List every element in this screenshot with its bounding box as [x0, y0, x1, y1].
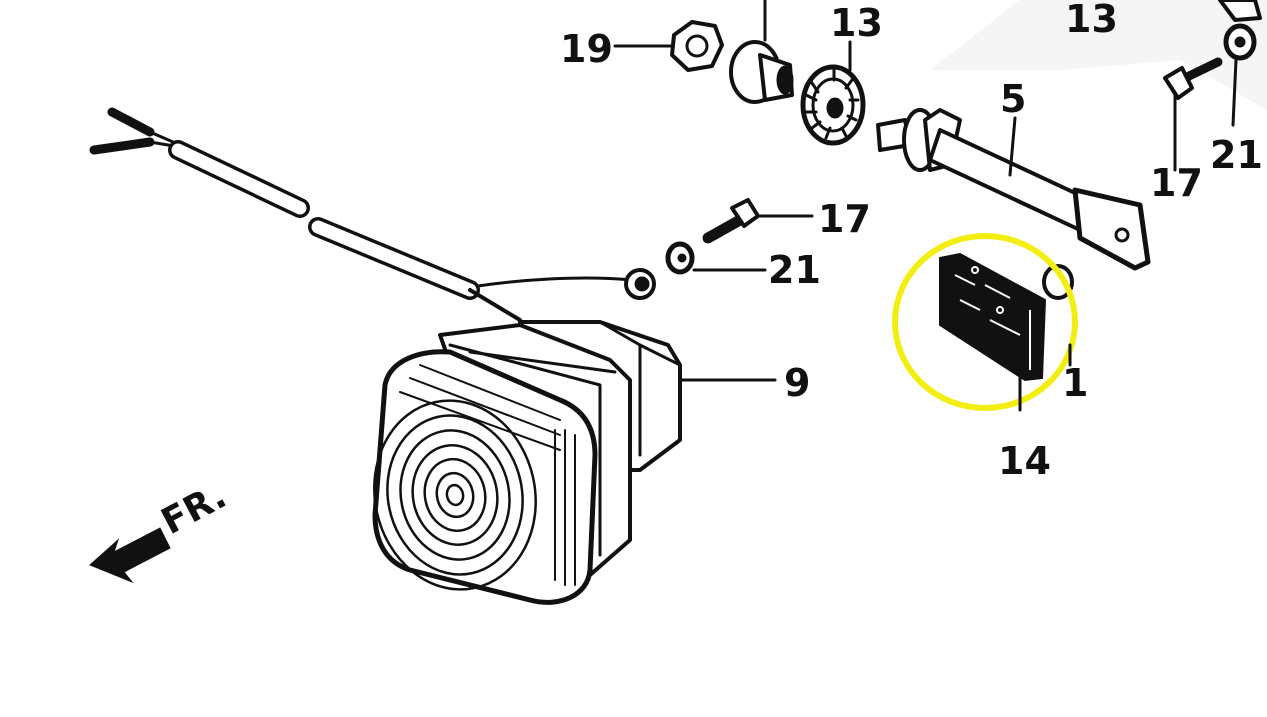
nut — [670, 20, 724, 72]
front-direction-arrow: FR. — [89, 475, 233, 584]
callout-13-grommet: 13 — [830, 1, 883, 45]
highlight-circle — [892, 233, 1078, 411]
callout-21-middle: 21 — [768, 248, 821, 292]
mounting-stay — [876, 108, 1151, 271]
washer-middle — [665, 241, 695, 275]
taillight-assembly — [372, 320, 682, 605]
circuit-board — [939, 252, 1074, 382]
callout-17-middle: 17 — [818, 197, 871, 241]
callout-19: 19 — [560, 27, 613, 71]
callout-5: 5 — [1000, 77, 1026, 121]
leader-lines — [613, 0, 1238, 412]
callout-1: 1 — [1062, 361, 1088, 405]
callout-9: 9 — [784, 361, 810, 405]
callout-14: 14 — [998, 439, 1051, 483]
callout-21-right: 21 — [1210, 133, 1263, 177]
ground-terminal — [624, 268, 656, 300]
washer-right — [1218, 0, 1262, 61]
callout-13-right: 13 — [1065, 0, 1118, 41]
bolt-right — [1163, 57, 1223, 100]
wire-harness — [89, 107, 634, 322]
collar-washer — [729, 40, 794, 104]
bolt-middle — [702, 198, 760, 244]
callout-17-right: 17 — [1150, 161, 1203, 205]
rubber-grommet — [800, 64, 866, 146]
watermark — [930, 0, 1267, 110]
front-direction-label: FR. — [155, 475, 233, 542]
